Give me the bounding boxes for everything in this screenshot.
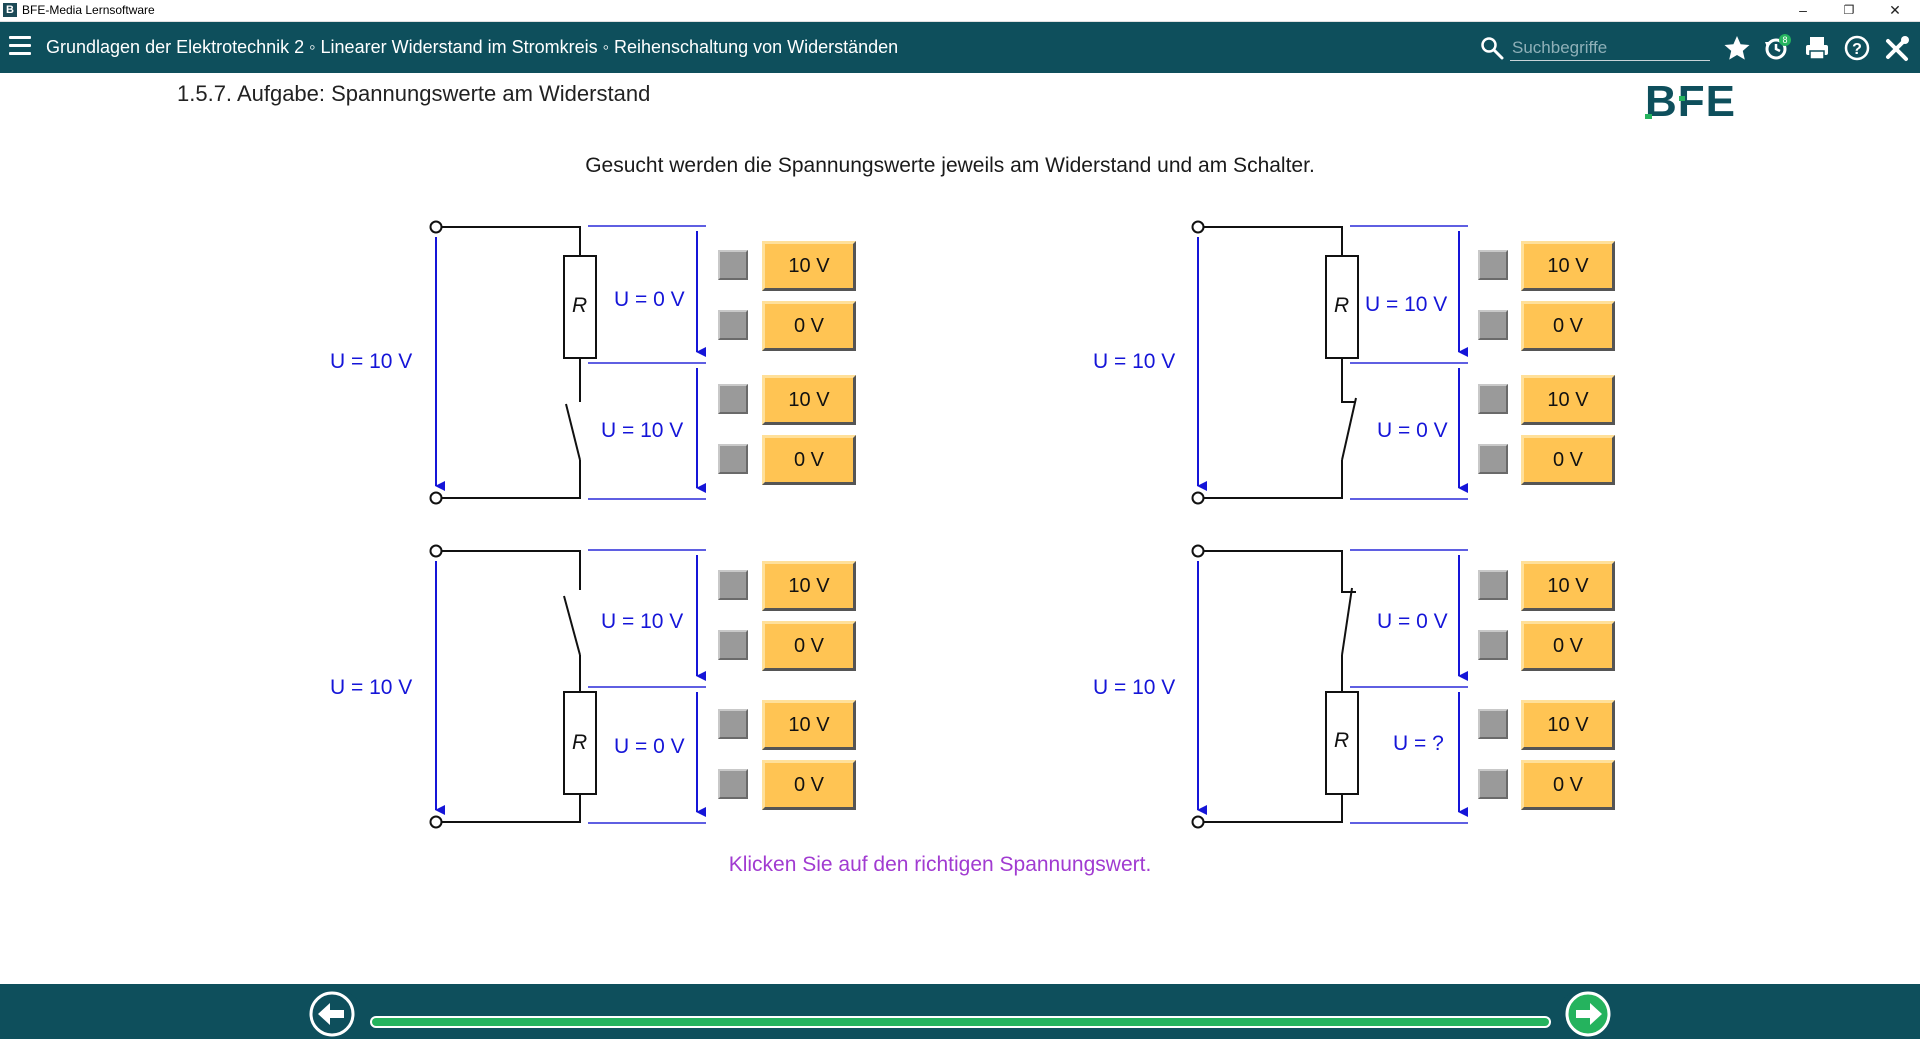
app-icon: B: [3, 3, 17, 17]
source-voltage-label: U = 10 V: [330, 350, 413, 373]
option-checkbox[interactable]: [718, 769, 748, 799]
task-instruction: Gesucht werden die Spannungswerte jeweil…: [585, 154, 1315, 177]
option-button[interactable]: 10 V: [762, 375, 856, 425]
print-icon[interactable]: [1802, 33, 1832, 63]
breadcrumb: Grundlagen der Elektrotechnik 2 ◦ Linear…: [46, 37, 899, 57]
restore-button[interactable]: ❐: [1843, 3, 1855, 17]
svg-text:?: ?: [1852, 41, 1862, 58]
option-checkbox[interactable]: [718, 310, 748, 340]
circuit-4: [1191, 544, 1468, 829]
task-hint: Klicken Sie auf den richtigen Spannungsw…: [728, 853, 1152, 876]
resistor-label: R: [572, 731, 588, 754]
voltage-label-top: U = 0 V: [614, 288, 685, 311]
search-box: [1478, 34, 1712, 62]
voltage-label-top: U = 0 V: [1377, 610, 1448, 633]
resistor-label: R: [1334, 729, 1350, 752]
option-button[interactable]: 0 V: [762, 301, 856, 351]
option-checkbox[interactable]: [1478, 570, 1508, 600]
option-button[interactable]: 0 V: [1521, 760, 1615, 810]
arrow-right-icon[interactable]: [1558, 984, 1618, 1039]
circuit-1: [429, 220, 706, 505]
option-checkbox[interactable]: [1478, 630, 1508, 660]
option-button[interactable]: 10 V: [762, 241, 856, 291]
resistor-label: R: [572, 294, 588, 317]
source-voltage-label: U = 10 V: [330, 676, 413, 699]
page-title: 1.5.7. Aufgabe: Spannungswerte am Widers…: [177, 81, 651, 106]
option-checkbox[interactable]: [1478, 444, 1508, 474]
option-checkbox[interactable]: [718, 384, 748, 414]
option-checkbox[interactable]: [1478, 250, 1508, 280]
voltage-label-bottom: U = ?: [1393, 732, 1444, 755]
history-icon[interactable]: 8: [1762, 33, 1792, 63]
hamburger-icon[interactable]: [9, 36, 31, 56]
option-button[interactable]: 0 V: [762, 621, 856, 671]
option-checkbox[interactable]: [718, 630, 748, 660]
option-checkbox[interactable]: [718, 709, 748, 739]
option-button[interactable]: 0 V: [1521, 301, 1615, 351]
option-button[interactable]: 10 V: [762, 700, 856, 750]
window-titlebar: B BFE-Media Lernsoftware – ❐ ✕: [0, 0, 1920, 22]
history-badge: 8: [1782, 35, 1787, 45]
circuit-3: [429, 544, 706, 829]
close-button[interactable]: ✕: [1889, 2, 1901, 18]
voltage-label-bottom: U = 10 V: [601, 419, 684, 442]
voltage-label-top: U = 10 V: [601, 610, 684, 633]
search-input[interactable]: [1510, 36, 1710, 61]
source-voltage-label: U = 10 V: [1093, 350, 1176, 373]
option-button[interactable]: 10 V: [1521, 561, 1615, 611]
option-button[interactable]: 0 V: [1521, 621, 1615, 671]
option-button[interactable]: 0 V: [762, 435, 856, 485]
svg-text:BFE: BFE: [1645, 78, 1736, 122]
option-checkbox[interactable]: [718, 250, 748, 280]
app-header: Grundlagen der Elektrotechnik 2 ◦ Linear…: [0, 22, 1920, 73]
circuit-2: [1191, 220, 1468, 505]
option-button[interactable]: 0 V: [762, 760, 856, 810]
option-button[interactable]: 10 V: [1521, 241, 1615, 291]
progress-fill: [372, 1018, 1549, 1026]
progress-bar: [370, 1016, 1551, 1028]
option-checkbox[interactable]: [718, 570, 748, 600]
bfe-logo: BFE: [1645, 78, 1736, 122]
option-button[interactable]: 10 V: [1521, 700, 1615, 750]
option-checkbox[interactable]: [1478, 709, 1508, 739]
minimize-button[interactable]: –: [1799, 2, 1807, 18]
footer-curve: [300, 984, 1620, 1039]
option-button[interactable]: 10 V: [762, 561, 856, 611]
help-icon[interactable]: ?: [1842, 33, 1872, 63]
tools-icon[interactable]: [1882, 33, 1912, 63]
voltage-label-top: U = 10 V: [1365, 293, 1448, 316]
option-button[interactable]: 0 V: [1521, 435, 1615, 485]
option-button[interactable]: 10 V: [1521, 375, 1615, 425]
option-checkbox[interactable]: [1478, 384, 1508, 414]
resistor-label: R: [1334, 294, 1350, 317]
option-checkbox[interactable]: [1478, 769, 1508, 799]
voltage-label-bottom: U = 0 V: [1377, 419, 1448, 442]
star-icon[interactable]: [1722, 33, 1752, 63]
source-voltage-label: U = 10 V: [1093, 676, 1176, 699]
search-icon[interactable]: [1480, 36, 1504, 60]
option-checkbox[interactable]: [718, 444, 748, 474]
arrow-left-icon[interactable]: [302, 984, 362, 1039]
option-checkbox[interactable]: [1478, 310, 1508, 340]
window-title: BFE-Media Lernsoftware: [22, 3, 155, 17]
voltage-label-bottom: U = 0 V: [614, 735, 685, 758]
